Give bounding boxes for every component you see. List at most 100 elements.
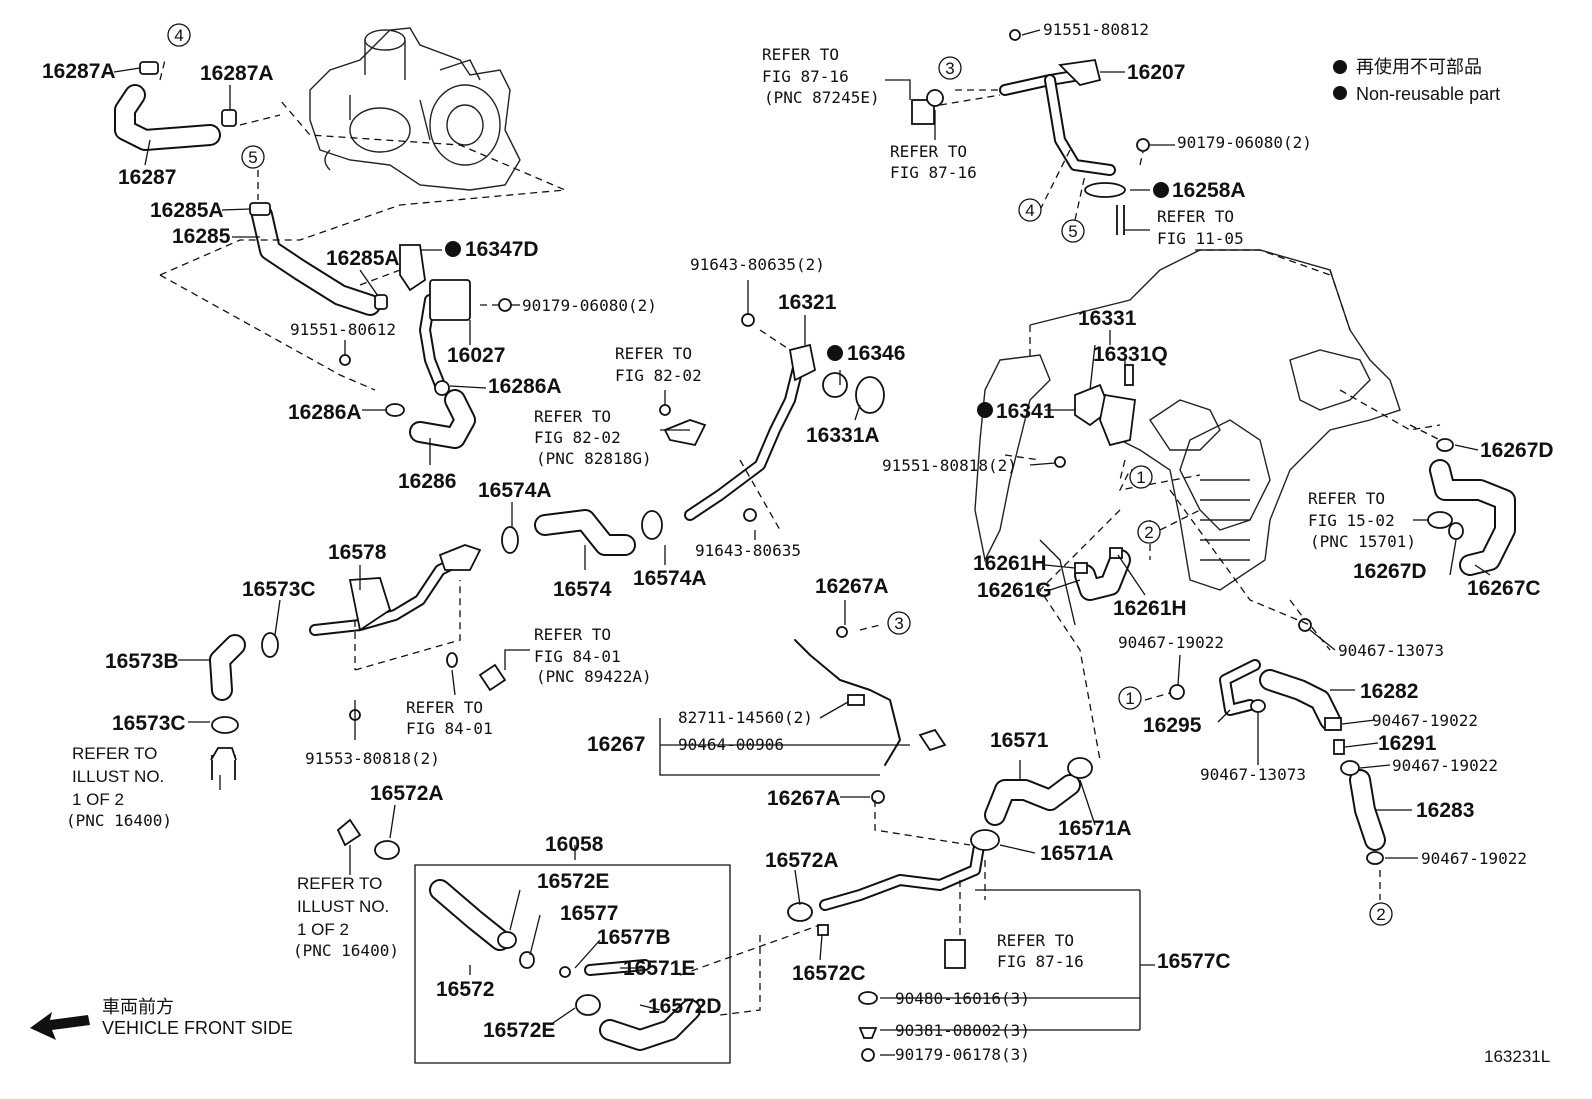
callout-5a: 5 [241, 145, 265, 169]
part-16258A: 16258A [1172, 179, 1246, 202]
part-16321: 16321 [778, 291, 837, 314]
part-91643-80635: 91643-80635(2) [690, 255, 825, 274]
figure-code: 163231L [1484, 1047, 1550, 1066]
front-en: VEHICLE FRONT SIDE [102, 1018, 293, 1038]
svg-text:2: 2 [1376, 905, 1385, 924]
legend-jp: 再使用不可部品 [1356, 57, 1482, 77]
part-16572: 16572 [436, 978, 494, 1001]
part-16572E: 16572E [537, 870, 609, 893]
part-90179-06178: 90179-06178(3) [895, 1045, 1030, 1064]
refer-fig-87-16: REFER TO FIG 87-16 [997, 931, 1084, 971]
part-16574A: 16574A [478, 479, 552, 502]
refer-illust-1-of-2: REFER TO ILLUST NO. 1 OF 2 (PNC 16400) [293, 874, 399, 960]
turbocharger-illustration [309, 27, 521, 191]
part-16261H: 16261H [1113, 597, 1187, 620]
part-90464-00906: 90464-00906 [678, 735, 784, 754]
part-91551-80818: 91551-80818(2) [882, 456, 1017, 475]
part-16574: 16574 [553, 578, 612, 601]
front-arrow-icon [30, 1012, 90, 1040]
part-16572D: 16572D [648, 995, 722, 1018]
part-16572A: 16572A [370, 782, 444, 805]
part-16577B: 16577B [597, 926, 671, 949]
small-parts [139, 29, 1464, 1062]
filled-circle-icon [827, 345, 843, 361]
part-16285: 16285 [172, 225, 231, 248]
part-16341: 16341 [996, 400, 1055, 423]
part-91643-80635: 91643-80635 [695, 541, 801, 560]
part-16286A: 16286A [488, 375, 562, 398]
refer-fig-82-02-pnc: REFER TO FIG 82-02 (PNC 82818G) [534, 407, 652, 468]
part-16578: 16578 [328, 541, 387, 564]
part-16347D: 16347D [465, 238, 539, 261]
refer-fig-87-16: REFER TO FIG 87-16 [890, 142, 977, 182]
refer-fig-11-05: REFER TO FIG 11-05 [1157, 207, 1244, 248]
refer-illust-1-of-2: REFER TO ILLUST NO. 1 OF 2 (PNC 16400) [66, 744, 172, 830]
part-90467-19022: 90467-19022 [1421, 849, 1527, 868]
part-90381-08002: 90381-08002(3) [895, 1021, 1030, 1040]
callout-3a: 3 [938, 56, 962, 80]
part-16287A: 16287A [42, 60, 116, 83]
callout-4b: 4 [1018, 198, 1042, 222]
part-16572C: 16572C [792, 962, 866, 985]
part-16573B: 16573B [105, 650, 179, 673]
part-16267A: 16267A [767, 787, 841, 810]
part-16577C: 16577C [1157, 950, 1231, 973]
part-16283: 16283 [1416, 799, 1474, 822]
svg-text:1: 1 [1136, 468, 1145, 487]
callout-2b: 2 [1369, 902, 1393, 926]
part-16267D: 16267D [1353, 560, 1427, 583]
part-16027: 16027 [447, 344, 505, 367]
refer-fig-82-02: REFER TO FIG 82-02 [615, 344, 702, 385]
svg-text:4: 4 [1025, 201, 1034, 220]
part-16267C: 16267C [1467, 577, 1541, 600]
legend-en: Non-reusable part [1356, 84, 1500, 104]
part-16331: 16331 [1078, 307, 1137, 330]
part-90467-19022: 90467-19022 [1392, 756, 1498, 775]
filled-circle-icon [445, 241, 461, 257]
svg-text:1: 1 [1125, 689, 1134, 708]
callout-2a: 2 [1137, 520, 1161, 544]
part-16574A: 16574A [633, 567, 707, 590]
part-16058: 16058 [545, 833, 604, 856]
non-reusable-markers [445, 60, 1347, 418]
part-16286A: 16286A [288, 401, 362, 424]
refer-fig-84-01: REFER TO FIG 84-01 [406, 698, 493, 738]
refer-notes: REFER TO FIG 87-16 (PNC 87245E) REFER TO… [66, 45, 1416, 971]
part-90467-13073: 90467-13073 [1338, 641, 1444, 660]
part-16571E: 16571E [623, 957, 695, 980]
callout-1a: 1 [1129, 465, 1153, 489]
filled-circle-icon [1153, 182, 1169, 198]
part-16573C: 16573C [242, 578, 316, 601]
front-jp: 車両前方 [102, 997, 174, 1017]
part-16295: 16295 [1143, 714, 1202, 737]
svg-text:5: 5 [248, 148, 257, 167]
callout-4a: 4 [167, 23, 191, 47]
filled-circle-icon [1333, 60, 1347, 74]
part-90179-06080: 90179-06080(2) [1177, 133, 1312, 152]
part-16572A: 16572A [765, 849, 839, 872]
callout-1b: 1 [1118, 686, 1142, 710]
part-16291: 16291 [1378, 732, 1437, 755]
refer-fig-87-16-pnc: REFER TO FIG 87-16 (PNC 87245E) [762, 45, 880, 107]
part-16572E: 16572E [483, 1019, 555, 1042]
svg-text:3: 3 [894, 614, 903, 633]
refer-fig-15-02-pnc: REFER TO FIG 15-02 (PNC 15701) [1308, 489, 1416, 551]
vehicle-front-indicator: 車両前方 VEHICLE FRONT SIDE [30, 997, 293, 1040]
callout-5b: 5 [1061, 219, 1085, 243]
legend: 再使用不可部品 Non-reusable part [1356, 57, 1500, 104]
part-91551-80812: 91551-80812 [1043, 20, 1149, 39]
filled-circle-icon [1333, 86, 1347, 100]
part-91551-80612: 91551-80612 [290, 320, 396, 339]
part-16267A: 16267A [815, 575, 889, 598]
part-91553-80818: 91553-80818(2) [305, 749, 440, 768]
part-82711-14560: 82711-14560(2) [678, 708, 813, 727]
part-90467-19022: 90467-19022 [1118, 633, 1224, 652]
part-90467-19022: 90467-19022 [1372, 711, 1478, 730]
part-16261H: 16261H [973, 552, 1047, 575]
part-16571A: 16571A [1058, 817, 1132, 840]
part-16267D: 16267D [1480, 439, 1554, 462]
part-16571: 16571 [990, 729, 1049, 752]
assembly-lines [159, 59, 1441, 1016]
part-16286: 16286 [398, 470, 456, 493]
